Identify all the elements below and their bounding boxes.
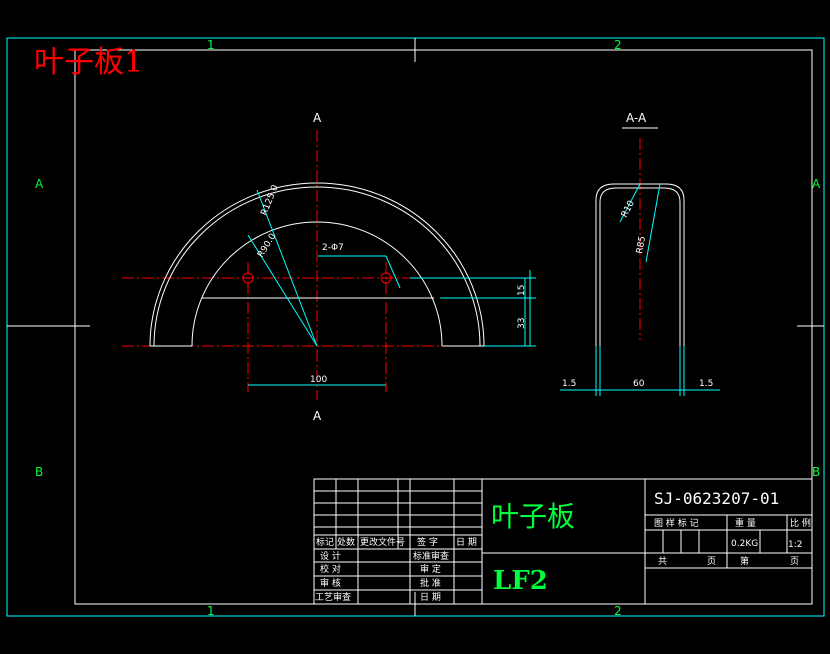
tb-stage-mark: 图 样 标 记: [654, 517, 699, 529]
title-block: [313, 478, 813, 605]
tb-col-mark: 标记: [316, 536, 334, 548]
dim-span-100: 100: [310, 375, 327, 385]
tb-material: LF2: [493, 566, 548, 596]
overlay-title: 叶子板1: [34, 45, 143, 80]
dim-left-1-5: 1.5: [562, 379, 576, 389]
tb-row-process: 工艺审查: [315, 591, 351, 603]
dim-r-outer-front: R125.0: [260, 183, 281, 217]
zone-row-a-right: A: [812, 177, 821, 191]
tb-drawing-number: SJ-0623207-01: [654, 489, 779, 508]
section-view: A-A R10 R85 1.5 60 1.5: [560, 111, 720, 396]
tb-weight-label: 重 量: [735, 517, 756, 529]
tb-approve-2: 批 准: [420, 577, 441, 589]
tb-col-count: 处数: [337, 536, 355, 548]
zone-col-1-top: 1: [207, 38, 215, 52]
tb-sheet-unit2: 页: [790, 556, 799, 567]
zone-col-1-bottom: 1: [207, 604, 215, 618]
tb-date-label: 日 期: [420, 592, 441, 603]
dim-holes: 2-Φ7: [322, 243, 344, 253]
section-marker-top: A: [313, 111, 322, 125]
tb-approve-1: 审 定: [420, 563, 441, 575]
tb-sheet-unit: 页: [707, 556, 716, 567]
dim-width-60: 60: [633, 379, 645, 389]
dim-height-33: 33: [517, 318, 527, 329]
tb-total-label: 共: [658, 556, 667, 567]
tb-row-review: 审 核: [320, 577, 341, 589]
dim-height-15: 15: [517, 285, 527, 296]
tb-col-signature: 签 字: [417, 536, 438, 548]
inner-frame: [74, 49, 813, 605]
zone-row-b-left: B: [35, 465, 43, 479]
dim-right-1-5: 1.5: [699, 379, 713, 389]
zone-row-a-left: A: [35, 177, 44, 191]
section-view-title: A-A: [626, 111, 647, 125]
zone-col-2-top: 2: [614, 38, 622, 52]
zone-row-b-right: B: [812, 465, 820, 479]
zone-ticks: [7, 38, 824, 616]
dim-r-outer-side: R10: [620, 199, 637, 220]
section-marker-bottom: A: [313, 409, 322, 423]
tb-std-check: 标准审查: [413, 550, 449, 562]
tb-row-design: 设 计: [320, 550, 341, 562]
outer-border: [6, 37, 825, 617]
front-view: R125.0 R90.0 2-Φ7 15 33 100 A A: [122, 111, 536, 423]
tb-scale-value: 1:2: [788, 540, 802, 550]
tb-part-name: 叶子板: [491, 500, 575, 533]
zone-col-2-bottom: 2: [614, 604, 622, 618]
tb-row-check: 校 对: [320, 563, 341, 575]
tb-scale-label: 比 例: [790, 517, 811, 529]
tb-col-date: 日 期: [456, 537, 477, 548]
tb-sheet-label: 第: [740, 555, 749, 567]
tb-weight-value: 0.2KG: [731, 539, 758, 549]
dim-r-inner-side: R85: [635, 235, 648, 254]
tb-col-change-doc: 更改文件号: [360, 536, 405, 548]
